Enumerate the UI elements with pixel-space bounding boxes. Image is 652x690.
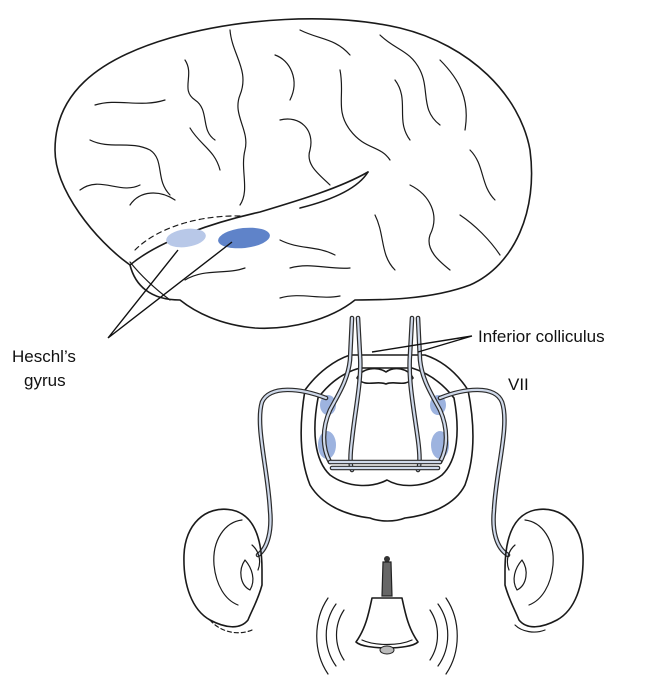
heschl-label-line1: Heschl’s xyxy=(12,347,76,366)
inferior-colliculus-label: Inferior colliculus xyxy=(478,327,605,346)
cranial-nerve-vii-label: VII xyxy=(508,375,529,394)
heschl-label-line2: gyrus xyxy=(24,371,66,390)
secondary-auditory-cortex xyxy=(165,226,207,249)
brain-icon xyxy=(55,19,532,328)
colliculus-leader-line xyxy=(372,336,472,352)
bell-icon xyxy=(317,556,458,674)
auditory-nerves xyxy=(258,390,508,555)
heschl-leader-line xyxy=(108,242,232,338)
left-ear-icon xyxy=(184,509,262,633)
brainstem-icon xyxy=(301,318,473,521)
right-ear-icon xyxy=(505,509,583,632)
